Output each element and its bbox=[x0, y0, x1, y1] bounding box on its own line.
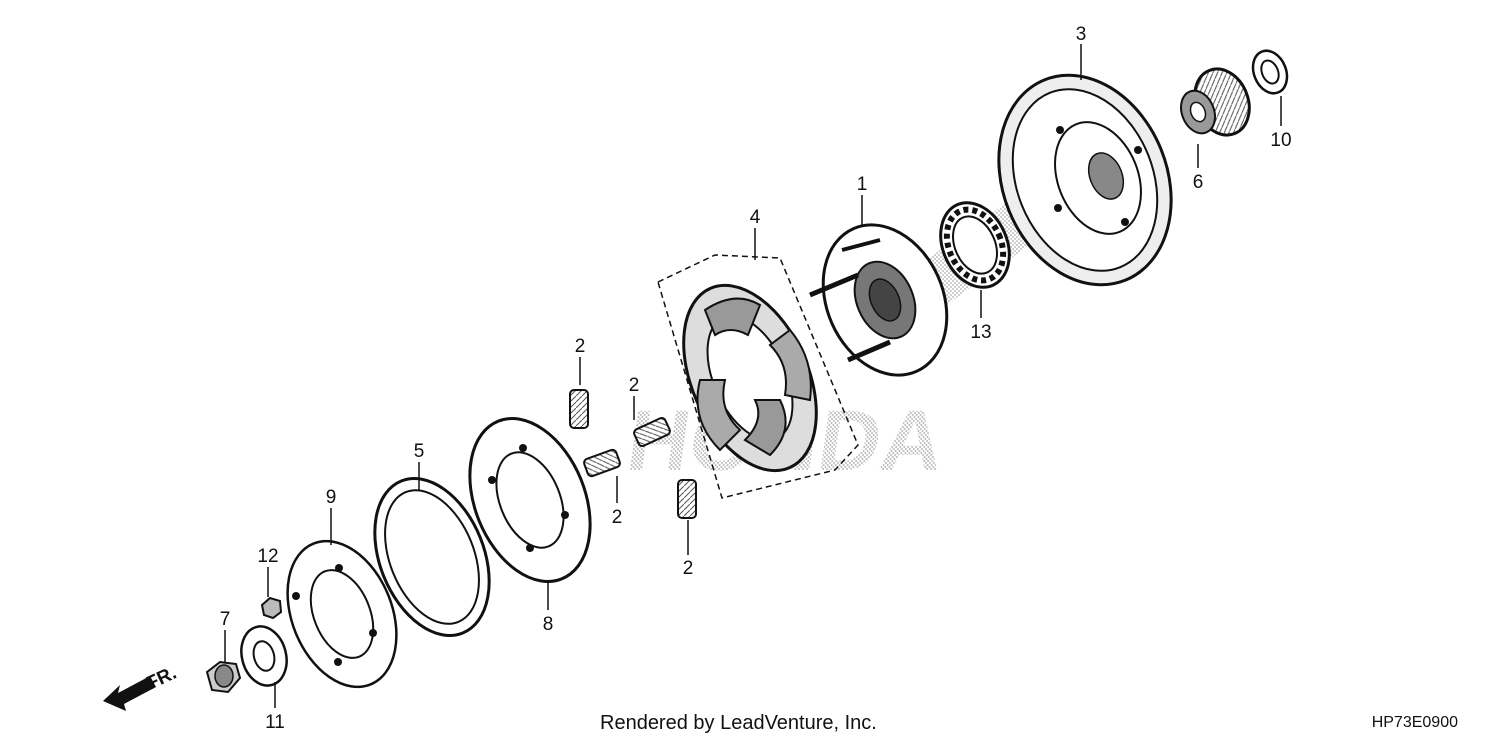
part-11-washer bbox=[240, 625, 288, 687]
part-2-spring bbox=[583, 448, 621, 478]
part-label-2: 2 bbox=[683, 558, 694, 579]
part-label-9: 9 bbox=[326, 487, 337, 508]
diagram-code: HP73E0900 bbox=[1371, 714, 1458, 731]
part-label-7: 7 bbox=[220, 609, 231, 630]
front-direction-arrow: FR. bbox=[103, 663, 180, 711]
part-2-spring bbox=[569, 389, 589, 429]
part-label-3: 3 bbox=[1076, 24, 1087, 45]
part-5-ring bbox=[373, 477, 491, 637]
part-label-6: 6 bbox=[1193, 172, 1204, 193]
part-labels: 1 2 2 2 2 3 4 5 6 7 8 9 10 11 12 13 bbox=[220, 24, 1292, 733]
part-label-2: 2 bbox=[575, 336, 586, 357]
render-credit: Rendered by LeadVenture, Inc. bbox=[600, 712, 877, 734]
part-2-spring bbox=[677, 479, 697, 519]
part-label-4: 4 bbox=[750, 207, 761, 228]
part-label-2: 2 bbox=[612, 507, 623, 528]
part-3-clutch-outer-drum bbox=[997, 73, 1173, 287]
part-9-plate bbox=[286, 539, 398, 689]
part-label-2: 2 bbox=[629, 375, 640, 396]
part-1-drive-plate bbox=[809, 223, 949, 377]
part-8-plate bbox=[468, 417, 592, 583]
part-2-spring bbox=[633, 416, 671, 448]
part-label-10: 10 bbox=[1270, 130, 1291, 151]
part-13-one-way-bearing bbox=[939, 201, 1011, 289]
part-label-12: 12 bbox=[257, 546, 278, 567]
part-4-clutch-weight-assembly bbox=[657, 254, 859, 499]
part-6-drive-gear bbox=[1180, 67, 1251, 137]
part-label-11: 11 bbox=[265, 712, 285, 733]
part-label-5: 5 bbox=[414, 441, 425, 462]
part-12-nut bbox=[260, 596, 283, 620]
leader-lines bbox=[224, 44, 1282, 708]
part-label-1: 1 bbox=[857, 174, 868, 195]
part-label-8: 8 bbox=[543, 614, 554, 635]
part-10-washer bbox=[1251, 49, 1289, 95]
part-label-13: 13 bbox=[970, 322, 991, 343]
part-7-nut bbox=[205, 660, 242, 694]
